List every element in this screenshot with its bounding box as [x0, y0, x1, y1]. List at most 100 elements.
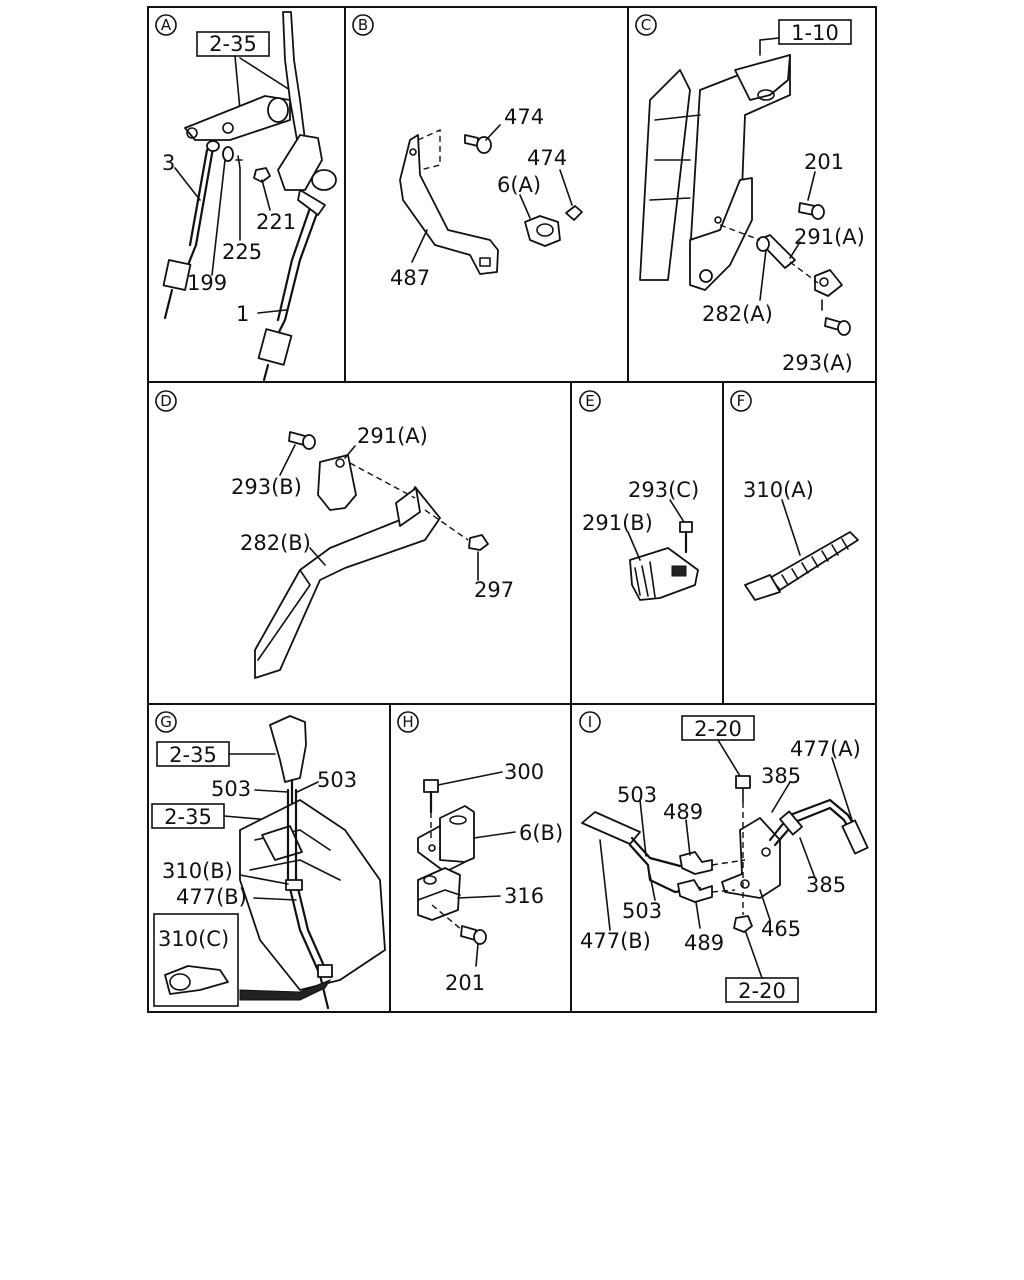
ref-box-2-35-g-top: 2-35: [156, 741, 230, 767]
label-282a: 282(A): [702, 302, 773, 326]
svg-text:D: D: [160, 392, 172, 410]
panel-letter-d: D: [155, 390, 177, 412]
ref-box-2-20-bottom: 2-20: [725, 977, 799, 1003]
label-487: 487: [390, 266, 430, 290]
ref-box-2-35-a: 2-35: [196, 31, 270, 57]
panel-letter-c: C: [635, 14, 657, 36]
nut-297: [468, 534, 489, 551]
label-291a-c: 291(A): [794, 225, 865, 249]
panel-letter-a: A: [155, 14, 177, 36]
label-474-lower: 474: [527, 146, 567, 170]
label-6a: 6(A): [497, 173, 541, 197]
bracket-465: [721, 817, 781, 899]
nut-221: [253, 167, 271, 183]
label-310b: 310(B): [162, 859, 233, 883]
label-6b: 6(B): [519, 821, 563, 845]
svg-text:G: G: [160, 713, 172, 731]
shift-console: [239, 799, 386, 991]
cable-3: [184, 146, 215, 272]
ref-box-2-20-top: 2-20: [681, 715, 755, 741]
label-385-lower: 385: [806, 873, 846, 897]
shift-knob: [269, 715, 307, 783]
panel-letter-g: G: [155, 711, 177, 733]
washer-199: [222, 146, 234, 162]
panel-f: F 310(A): [730, 390, 859, 601]
label-293a: 293(A): [782, 351, 853, 375]
elbow-489-lower: [677, 879, 713, 903]
nut-2-20: [733, 915, 753, 933]
elbow-489-upper: [679, 851, 713, 875]
lever-bracket: [277, 134, 323, 191]
label-474-upper: 474: [504, 105, 544, 129]
bolt-293c: [679, 521, 693, 533]
panel-grid: [147, 6, 877, 1013]
svg-text:310(C): 310(C): [158, 927, 229, 951]
svg-text:2-35: 2-35: [169, 743, 217, 767]
label-477b-i: 477(B): [580, 929, 651, 953]
label-477b-g: 477(B): [176, 885, 247, 909]
ref-box-2-35-g-mid: 2-35: [151, 803, 225, 829]
bolt-2-20: [735, 775, 751, 789]
label-385-upper: 385: [761, 764, 801, 788]
bracket-487: [399, 134, 499, 275]
panel-letter-e: E: [579, 390, 601, 412]
panel-d: D 291(A) 293(B) 282(B) 297: [155, 390, 514, 679]
panel-h: H 300 6(B) 316 201: [397, 711, 563, 995]
svg-text:2-35: 2-35: [164, 805, 212, 829]
label-310a: 310(A): [743, 478, 814, 502]
cable-477b-i: [581, 811, 641, 845]
label-489-lower: 489: [684, 931, 724, 955]
label-503-g-right: 503: [317, 768, 357, 792]
bolt-474-lower: [565, 205, 583, 221]
clip-6a: [524, 215, 561, 247]
bracket-316: [417, 867, 461, 921]
label-282b: 282(B): [240, 531, 311, 555]
label-293c: 293(C): [628, 478, 699, 502]
lever-knob-ball: [311, 169, 337, 191]
bracket-upper-h: [417, 825, 466, 873]
svg-text:I: I: [588, 713, 592, 731]
panel-letter-f: F: [730, 390, 752, 412]
label-291a-d: 291(A): [357, 424, 428, 448]
svg-text:2-35: 2-35: [209, 32, 257, 56]
panel-letter-i: I: [579, 711, 601, 733]
pin-225: [235, 155, 243, 169]
label-503-i-lower: 503: [622, 899, 662, 923]
panel-letter-b: B: [352, 14, 374, 36]
svg-text:F: F: [737, 392, 746, 410]
panel-b: B 474 474 6(A) 487: [352, 14, 583, 290]
inset-310c: 310(C): [153, 913, 239, 1007]
label-293b: 293(B): [231, 475, 302, 499]
svg-text:B: B: [358, 16, 368, 34]
label-503-i-upper: 503: [617, 783, 657, 807]
label-291b: 291(B): [582, 511, 653, 535]
label-300: 300: [504, 760, 544, 784]
bolt-474-upper: [464, 134, 479, 147]
panel-c: C 1-10 201 291(A) 282(A): [635, 14, 865, 375]
svg-text:A: A: [161, 16, 172, 34]
cross-shaft-arm: [184, 95, 291, 141]
bolt-300: [423, 779, 439, 793]
frame-bracket: [689, 177, 753, 291]
label-465: 465: [761, 917, 801, 941]
svg-text:1-10: 1-10: [791, 21, 839, 45]
label-297: 297: [474, 578, 514, 602]
label-316: 316: [504, 884, 544, 908]
label-489-upper: 489: [663, 800, 703, 824]
panel-i: I 2-20 2-20: [579, 711, 869, 1003]
frame-rail: [639, 69, 691, 281]
label-477a: 477(A): [790, 737, 861, 761]
svg-text:2-20: 2-20: [738, 979, 786, 1003]
cable-clip-310c: [164, 965, 229, 995]
svg-text:H: H: [402, 713, 413, 731]
ref-box-1-10: 1-10: [778, 19, 852, 45]
svg-text:E: E: [585, 392, 594, 410]
panel-letter-h: H: [397, 711, 419, 733]
panel-g: G 2-35 2-35 310(C): [151, 711, 386, 1010]
label-503-g-left: 503: [211, 777, 251, 801]
svg-text:C: C: [641, 16, 651, 34]
label-201-h: 201: [445, 971, 485, 995]
label-1: 1: [236, 302, 249, 326]
label-199: 199: [187, 271, 227, 295]
